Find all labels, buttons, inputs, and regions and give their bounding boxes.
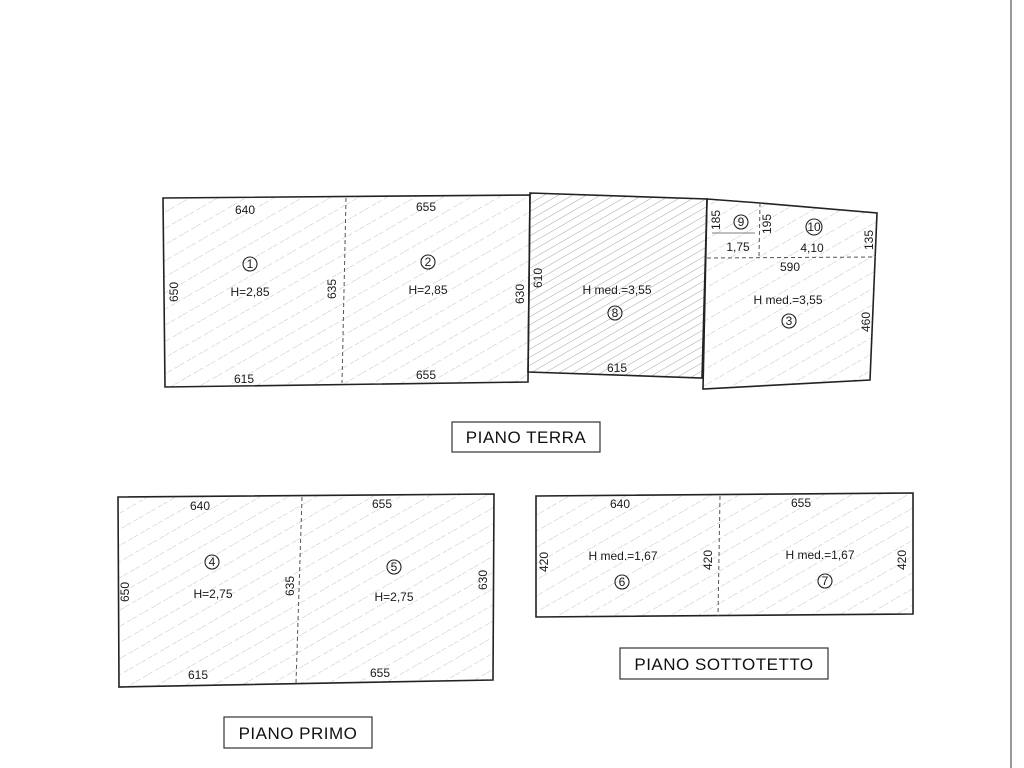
piano-sottotetto-title: PIANO SOTTOTETTO: [634, 655, 813, 674]
piano-primo-title: PIANO PRIMO: [239, 724, 358, 743]
room-3-height: H med.=3,55: [753, 293, 822, 307]
piano-terra-title-box: [451, 421, 601, 453]
dim-bottom-c: 615: [607, 361, 627, 375]
room-4-number: 4: [209, 555, 216, 569]
piano-terra-title: PIANO TERRA: [466, 428, 587, 447]
room-8-height: H med.=3,55: [582, 283, 651, 297]
room-3-9-10-block: [702, 198, 878, 390]
room-number-circle: [607, 305, 623, 321]
room-number-circle: [242, 256, 258, 272]
dim-mid: 635: [325, 279, 339, 299]
dim-left: 650: [167, 282, 181, 302]
dim-bottom-b: 655: [370, 666, 390, 680]
divider-room-4-5: [295, 496, 303, 684]
room-10-number: 10: [807, 220, 821, 234]
dim-mid-c: 610: [531, 268, 545, 288]
room-7-height: H med.=1,67: [785, 548, 854, 562]
dim-mid-b: 630: [513, 284, 527, 304]
piano-sottotetto-plan: H med.=1,67 6 H med.=1,67 7 640 655 420 …: [535, 492, 914, 680]
room-number-circle: [386, 559, 402, 575]
room-number-circle: [805, 218, 823, 236]
dim-135: 135: [862, 230, 876, 250]
room-number-circle: [817, 573, 833, 589]
dim-590: 590: [780, 260, 800, 274]
dim-top-a: 640: [235, 203, 255, 217]
divider-room-6-7: [717, 495, 721, 617]
piano-primo-title-box: [223, 716, 373, 749]
room-5-number: 5: [391, 560, 398, 574]
room-1-number: 1: [247, 257, 254, 271]
room-number-circle: [420, 254, 436, 270]
room-5-height: H=2,75: [374, 590, 413, 604]
room-1-height: H=2,85: [230, 285, 269, 299]
room-9-number: 9: [738, 215, 745, 229]
dim-top-a: 640: [190, 499, 210, 513]
dim-195: 195: [760, 214, 774, 234]
dim-left: 650: [118, 582, 132, 602]
room-2-number: 2: [425, 255, 432, 269]
piano-primo-plan: 4 H=2,75 5 H=2,75 640 655 615 655 650 63…: [117, 493, 495, 749]
dim-right: 630: [476, 570, 490, 590]
room-8-number: 8: [612, 306, 619, 320]
dim-left: 420: [537, 552, 551, 572]
dim-175: 1,75: [726, 240, 750, 254]
room-4-5-block: [117, 493, 495, 688]
dim-top-b: 655: [791, 496, 811, 510]
room-number-circle: [614, 574, 630, 590]
room-2-height: H=2,85: [408, 283, 447, 297]
room-number-circle: [204, 554, 220, 570]
room-6-7-block: [535, 492, 914, 618]
dim-top-a: 640: [610, 497, 630, 511]
dim-410: 4,10: [800, 241, 824, 255]
dim-mid: 635: [283, 576, 297, 596]
dim-460: 460: [859, 312, 873, 332]
room-1-2-block: [162, 194, 531, 388]
dim-mid: 420: [701, 550, 715, 570]
dim-top-b: 655: [372, 497, 392, 511]
room-8-block: [527, 192, 708, 379]
divider-room-1-2: [341, 197, 347, 384]
piano-terra-plan: 1 H=2,85 2 H=2,85 H med.=3,55 8 H med.=3…: [162, 192, 878, 453]
divider-room-9-10: [758, 202, 761, 259]
room-7-number: 7: [822, 574, 829, 588]
dim-bottom-b: 655: [416, 368, 436, 382]
divider-room-3-top: [706, 256, 877, 259]
room-6-number: 6: [619, 575, 626, 589]
room-number-circle: [781, 313, 797, 329]
room-6-height: H med.=1,67: [588, 549, 657, 563]
room-4-height: H=2,75: [193, 587, 232, 601]
dim-bottom-a: 615: [234, 372, 254, 386]
dim-bottom-a: 615: [188, 668, 208, 682]
room-number-circle: [733, 214, 749, 230]
room-3-number: 3: [786, 314, 793, 328]
dim-185: 185: [709, 210, 723, 230]
piano-sottotetto-title-box: [619, 647, 829, 680]
dim-right: 420: [895, 550, 909, 570]
dim-top-b: 655: [416, 200, 436, 214]
